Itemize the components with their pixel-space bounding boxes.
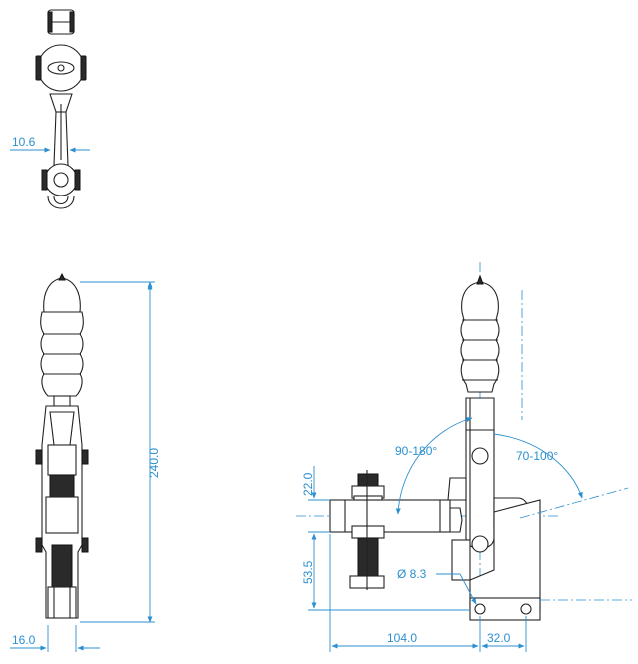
dim-hole-diameter: Ø 8.3 bbox=[397, 567, 427, 581]
top-view: 10.6 bbox=[10, 9, 90, 209]
dim-upper-height: 22.0 bbox=[301, 472, 315, 496]
front-view: 240.0 16.0 bbox=[10, 272, 161, 652]
dim-handle-width: 16.0 bbox=[12, 633, 36, 647]
dim-lower-height: 53.5 bbox=[301, 560, 315, 584]
side-view: 90-180° 70-100° 22.0 53.5 Ø 8.3 104.0 32… bbox=[296, 262, 632, 652]
dim-angle-open: 90-180° bbox=[395, 444, 437, 458]
dim-overall-height: 240.0 bbox=[147, 448, 161, 478]
dim-angle-close: 70-100° bbox=[516, 449, 558, 463]
dim-base-length: 104.0 bbox=[387, 631, 417, 645]
dim-base-offset: 32.0 bbox=[487, 631, 511, 645]
dim-top-width: 10.6 bbox=[12, 135, 36, 149]
